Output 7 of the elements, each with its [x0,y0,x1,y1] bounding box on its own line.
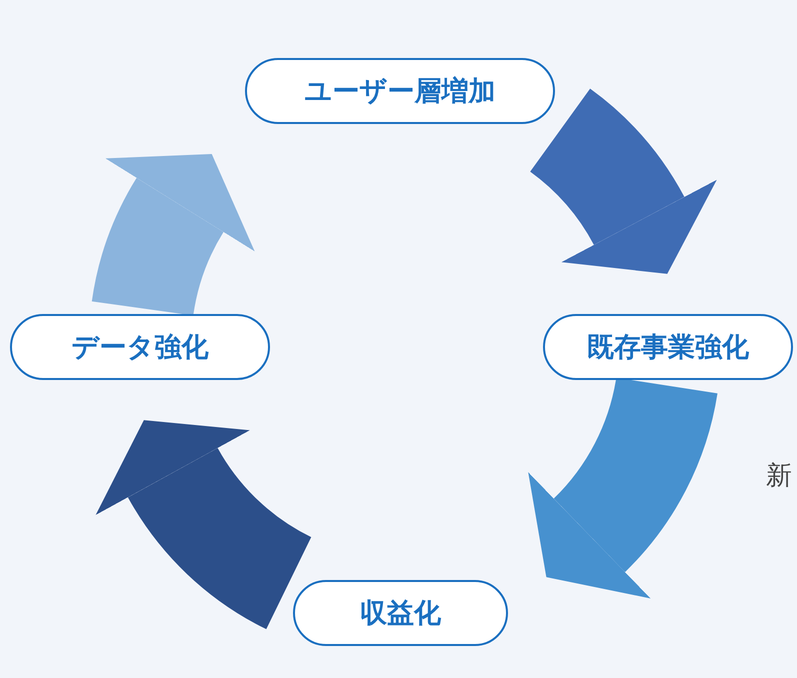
cycle-arrow [98,422,314,628]
stage-pill: データ強化 [10,314,270,380]
stage-pill: 収益化 [293,580,508,646]
note-text: 新 [766,460,792,493]
stage-pill: ユーザー層増加 [245,58,555,124]
stage-pill: 既存事業強化 [543,314,793,380]
cycle-arrow [528,90,714,272]
